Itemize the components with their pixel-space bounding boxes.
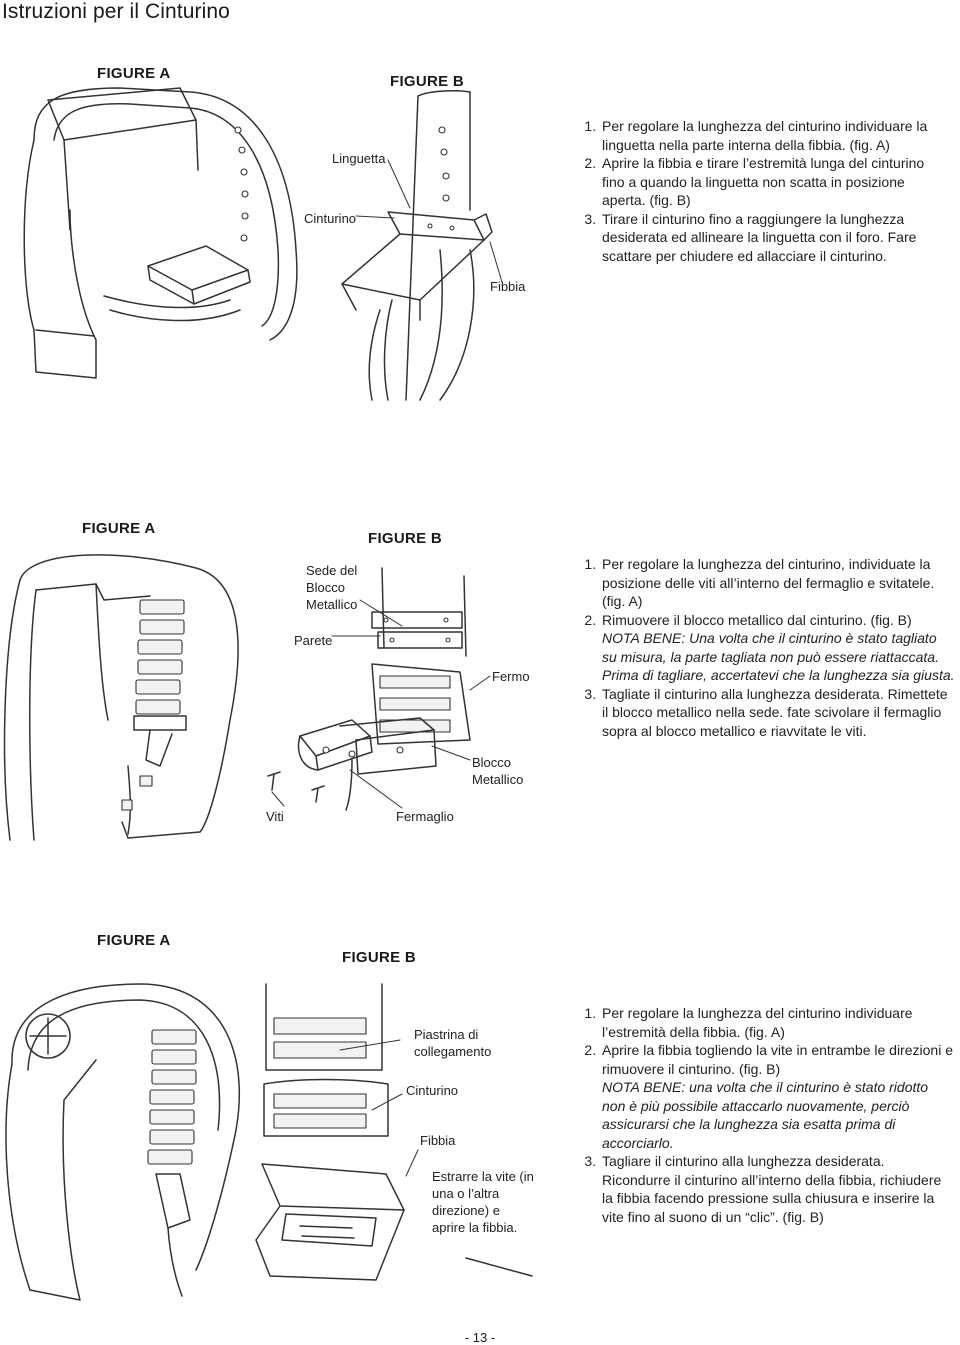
callout-cinturino-3: Cinturino [406,1083,459,1098]
section3-step-1-text: Per regolare la lunghezza del cinturino … [602,1005,913,1040]
section1-figure-a-drawing [23,87,298,379]
section3-figure-b-drawing [255,983,533,1281]
callout-cinturino: Cinturino [304,211,357,226]
section3-step-1: Per regolare la lunghezza del cinturino … [600,1004,955,1041]
callout-fermo: Fermo [492,669,530,684]
callout-sede-blocco: Sede del Blocco Metallico [306,563,358,612]
callout-fibbia: Fibbia [490,279,526,294]
section3-step-2-text: Aprire la fibbia togliendo la vite in en… [602,1042,953,1077]
section1-figure-b-drawing [341,90,493,401]
page-title: Istruzioni per il Cinturino [2,0,230,23]
section1-figure-b-label: FIGURE B [390,73,465,90]
section3-figure-b-label: FIGURE B [342,949,417,966]
section1-figure-a-label: FIGURE A [97,65,171,82]
page-number: - 13 - [464,1330,496,1345]
section3-step-2-note: NOTA BENE: una volta che il cinturino è … [602,1079,929,1151]
section2-figure-b-label: FIGURE B [368,530,443,547]
callout-fermaglio: Fermaglio [396,809,454,824]
callout-blocco-metallico: Blocco Metallico [472,755,524,787]
callout-viti: Viti [266,809,284,824]
section2-step-2: Rimuovere il blocco metallico dal cintur… [600,611,955,685]
section3-step-3: Tagliare il cinturino alla lunghezza des… [600,1152,955,1226]
section1-step-3: Tirare il cinturino fino a raggiungere l… [600,210,950,266]
callout-parete: Parete [294,633,333,648]
section2-step-1: Per regolare la lunghezza del cinturino,… [600,555,955,611]
section2-step-3-text: Tagliate il cinturino alla lunghezza des… [602,685,948,739]
section2-instructions: Per regolare la lunghezza del cinturino,… [580,555,955,740]
section1-instructions: Per regolare la lunghezza del cinturino … [580,117,950,265]
section3-figure-a-drawing [5,983,240,1301]
section1-step-2: Aprire la fibbia e tirare l’estremità lu… [600,154,950,210]
section3-step-2: Aprire la fibbia togliendo la vite in en… [600,1041,955,1152]
callout-fibbia-3: Fibbia [420,1133,456,1148]
section2-step-1-text: Per regolare la lunghezza del cinturino,… [602,556,935,609]
callout-piastrina: Piastrina di collegamento [414,1027,492,1059]
section2-step-3: Tagliate il cinturino alla lunghezza des… [600,685,955,741]
section3-step-3-text: Tagliare il cinturino alla lunghezza des… [602,1153,942,1225]
callout-estrarre-vite: Estrarre la vite (in una o l’altra direz… [432,1169,534,1235]
callout-linguetta: Linguetta [332,151,386,166]
section1-step-1: Per regolare la lunghezza del cinturino … [600,117,950,154]
section2-step-2-note: NOTA BENE: Una volta che il cinturino è … [602,630,955,683]
section2-figure-b-drawing [267,567,471,811]
section3-instructions: Per regolare la lunghezza del cinturino … [580,1004,955,1226]
section2-figure-a-label: FIGURE A [82,520,156,537]
section2-figure-a-drawing [3,554,239,841]
section2-step-2-text: Rimuovere il blocco metallico dal cintur… [602,611,912,628]
section3-figure-a-label: FIGURE A [97,932,171,949]
